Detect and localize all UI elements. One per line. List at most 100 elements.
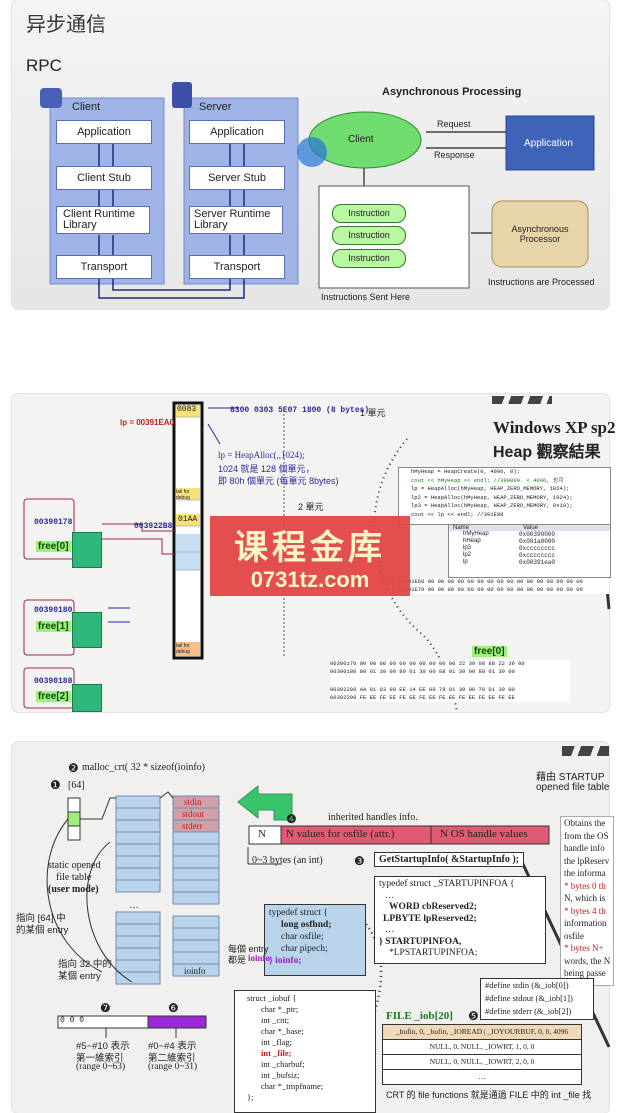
client-runtime-library: Client Runtime Library: [56, 206, 150, 234]
instruction-2: Instruction: [332, 226, 406, 245]
each-entry-3: ioinfo: [248, 953, 271, 963]
free-2: free[2]: [36, 691, 71, 702]
side-note: * bytes N+: [564, 943, 604, 953]
define-line: #define stdin (&_iob[0]): [485, 980, 569, 990]
two-unit: 2 單元: [298, 502, 324, 512]
ptr32-2: 某個 entry: [58, 971, 101, 982]
iob-row: NULL, 0, NULL, _IOWRT, 1, 0, 0: [382, 1040, 582, 1055]
client-application: Application: [56, 120, 152, 144]
ptr32-1: 指向 32 中的: [58, 959, 112, 970]
dump-line: 00392280 AA 01 03 00 EE 14 EE 00 78 01 3…: [330, 686, 515, 693]
heap-title-1: Windows XP sp2: [493, 418, 616, 437]
watermark: 课程金库 0731tz.com: [210, 516, 410, 596]
range2-3: (range 0~31): [148, 1062, 198, 1072]
async-application: Application: [524, 138, 573, 149]
dump-line: 00390180 80 01 39 00 80 01 39 00 88 01 3…: [330, 668, 515, 675]
instruction-1: Instruction: [332, 204, 406, 223]
crt-diagram-lines: [46, 784, 611, 1113]
iobuf-line: char *_base;: [261, 1026, 304, 1036]
processed-caption: Instructions are Processed: [488, 277, 595, 287]
range2-1: #0~#4 表示: [148, 1041, 197, 1052]
std-out: stdout: [182, 809, 205, 819]
static-table-1: static opened: [48, 860, 101, 871]
addr-00390178: 00390178: [34, 518, 73, 527]
watch-row-name: lp: [463, 559, 468, 565]
range2-2: 第二維索引: [148, 1053, 196, 1064]
each-entry-1: 每個 entry: [228, 944, 269, 954]
dump-line: 00392290 FE EE FE EE FE EE FE EE FE EE F…: [330, 694, 515, 701]
iobuf-struct: struct _iobuf { char *_ptr; int _cnt; ch…: [234, 990, 376, 1113]
heapalloc-line-3: 即 80h 個單元 (每單元 8bytes): [218, 476, 339, 486]
heap-slide: lp = 00391EA0 0083 8300 0303 5E07 1800 (…: [12, 394, 616, 713]
iobuf-line: int _charbuf;: [261, 1059, 305, 1069]
range1-3: (range 0~63): [76, 1062, 126, 1072]
ptr64-2: 的某個 entry: [16, 925, 69, 936]
addr-003922b8: 003922B8: [134, 522, 173, 531]
iobuf-line: };: [247, 1092, 254, 1102]
free-node-2: [72, 684, 102, 712]
side-note: handle info: [564, 843, 605, 853]
code-window: hMyHeap = HeapCreate(0, 4096, 0); cout <…: [398, 467, 611, 525]
server-transport: Transport: [189, 255, 285, 279]
crt-file-slide: ❷ malloc_crt( 32 * sizeof(ioinfo) ❶ [64]…: [12, 742, 614, 1113]
slide-stripes: [492, 396, 552, 404]
watch-header-name: Name: [453, 525, 470, 531]
ioinfo-line: long osfhnd;: [281, 920, 332, 930]
code-line-4: lp2 = HeapAlloc(hMyHeap, HEAP_ZERO_MEMOR…: [411, 493, 573, 501]
each-entry-2: 都是: [228, 955, 247, 965]
instruction-3: Instruction: [332, 249, 406, 268]
heapalloc-line-2: 1024 就是 128 個單元，: [218, 464, 315, 474]
free-0-right: free[0]: [472, 646, 507, 657]
one-unit: 1 單元: [360, 408, 386, 418]
server-icon: [172, 82, 192, 108]
side-note: * bytes 4 th: [564, 905, 606, 916]
ptr64-1: 指向 [64] 中: [16, 913, 66, 924]
n-values: N values for osfile (attr.): [286, 828, 395, 840]
ioinfo-line: char osfile;: [281, 932, 324, 942]
watch-row-value: 0x00391ea0: [519, 559, 556, 566]
hex-01aa: 01AA: [178, 515, 198, 524]
side-note: N, which is: [564, 893, 606, 903]
num-b: …: [129, 900, 139, 911]
free-node-1: [72, 612, 102, 648]
heapalloc-line-1: lp = HeapAlloc(,,1024);: [218, 450, 305, 460]
watch-row-name: hHeap: [463, 538, 481, 544]
ioinfo-typedef: typedef struct { long osfhnd; char osfil…: [264, 904, 366, 976]
ioinfo-line: typedef struct {: [269, 908, 328, 918]
processor-label: Asynchronous Processor: [511, 224, 569, 244]
watermark-cn: 课程金库: [234, 529, 386, 567]
async-client: Client: [348, 134, 374, 145]
request-label: Request: [437, 119, 471, 129]
ioinfo-label: ioinfo: [184, 966, 206, 976]
dump-top-line: 00391E60 00 00 00 00 00 00 00 00 00 00 0…: [398, 578, 583, 585]
lp-address: lp = 00391EA0: [120, 418, 175, 427]
heap-title-2: Heap 觀察結果: [493, 444, 601, 461]
ioinfo-line: } ioinfo;: [269, 956, 302, 966]
async-title: Asynchronous Processing: [382, 86, 522, 98]
watch-row-name: lp3: [463, 545, 472, 551]
code-line-5: lp3 = HeapAlloc(hMyHeap, HEAP_ZERO_MEMOR…: [411, 502, 573, 509]
iob-row: …: [382, 1070, 582, 1085]
inherited-handles: inherited handles info.: [328, 812, 418, 823]
bits-left: 0 0 0: [60, 1016, 85, 1025]
side-note: * bytes 0 th: [564, 880, 606, 891]
watch-row-value: 0xcccccccc: [519, 545, 556, 552]
rpc-slide: 异步通信 RPC Cl: [12, 0, 609, 309]
get-startup-info: GetStartupInfo( &StartupInfo );: [374, 852, 524, 867]
side-note: Obtains the: [564, 818, 606, 828]
slide-stripes-3: [562, 746, 609, 756]
server-application: Application: [189, 120, 285, 144]
num-6: ❻: [168, 1001, 179, 1015]
free-node-0: [72, 532, 102, 568]
n-label: N: [258, 828, 266, 840]
iobuf-line: int _bufsiz;: [261, 1070, 300, 1080]
free-1: free[1]: [36, 621, 71, 632]
typedef-line: } STARTUPINFOA,: [379, 936, 462, 947]
side-note: information: [564, 918, 607, 928]
malloc-label: malloc_crt( 32 * sizeof(ioinfo): [82, 762, 206, 773]
watch-row-name: lp2: [463, 552, 472, 558]
iobuf-line: struct _iobuf {: [247, 993, 297, 1003]
typedef-line: *LPSTARTUPINFOA;: [389, 948, 478, 958]
num-3: ❸: [354, 854, 365, 868]
